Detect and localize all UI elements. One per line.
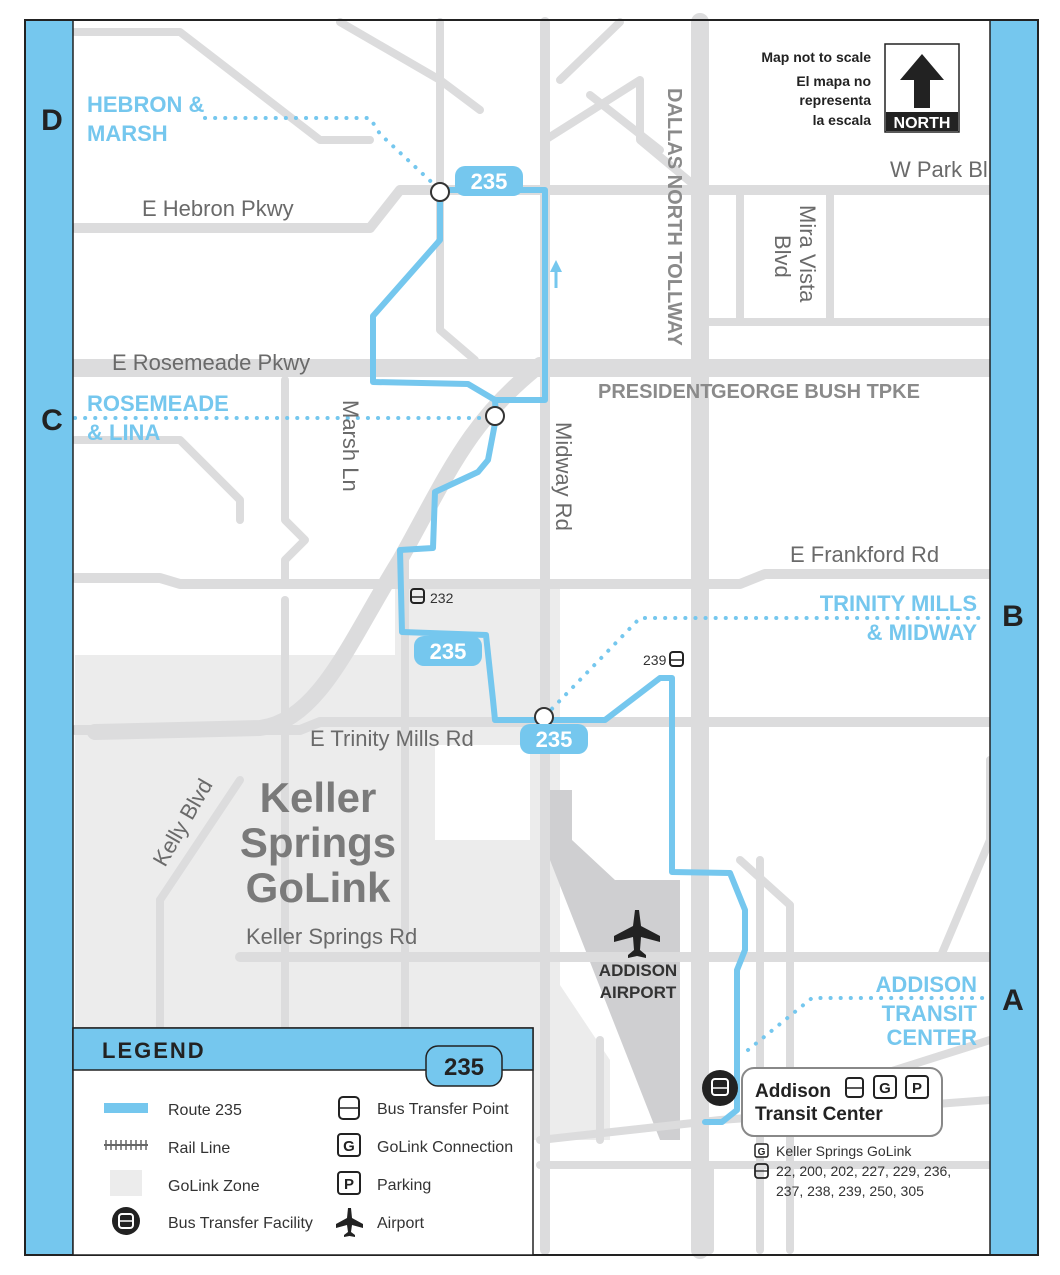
- golink-icon: G: [873, 1075, 897, 1099]
- legend-zone: GoLink Zone: [168, 1178, 260, 1195]
- svg-text:G: G: [879, 1080, 891, 1097]
- label-trinity: E Trinity Mills Rd: [310, 726, 474, 751]
- label-marsh: Marsh Ln: [338, 400, 363, 492]
- svg-text:Transit Center: Transit Center: [755, 1104, 883, 1125]
- legend-route: Route 235: [168, 1102, 242, 1119]
- parking-icon: P: [905, 1075, 929, 1099]
- legend-rail: Rail Line: [168, 1140, 230, 1157]
- airport-name-1: ADDISON: [599, 961, 677, 980]
- bus-icon: [845, 1077, 864, 1098]
- label-tollway: DALLAS NORTH TOLLWAY: [663, 88, 685, 346]
- right-band: [989, 19, 1039, 1256]
- parking-icon: P: [337, 1171, 361, 1195]
- svg-text:P: P: [344, 1176, 354, 1193]
- legend-route-badge: 235: [444, 1054, 484, 1081]
- scale-note: Map not to scale El mapa no representa l…: [761, 49, 871, 128]
- svg-text:NORTH: NORTH: [894, 115, 951, 132]
- leader-a: [746, 996, 992, 1052]
- transit-center-callout[interactable]: Addison Transit Center G P: [741, 1067, 943, 1137]
- route-235-line: [370, 189, 748, 1125]
- direction-arrow: [550, 260, 562, 288]
- golink-icon: G: [337, 1133, 361, 1157]
- transfer-232[interactable]: 232: [410, 588, 454, 606]
- route-badge-mid: 235: [414, 636, 482, 666]
- svg-text:Keller: Keller: [260, 774, 377, 821]
- svg-text:G: G: [343, 1138, 355, 1155]
- tc-routes-1: 22, 200, 202, 227, 229, 236,: [776, 1163, 951, 1179]
- svg-text:235: 235: [536, 727, 573, 752]
- rail-line-icon: [104, 1140, 148, 1150]
- route-badge-low: 235: [520, 724, 588, 754]
- svg-text:239: 239: [643, 652, 667, 668]
- svg-text:235: 235: [430, 639, 467, 664]
- bus-icon: [669, 651, 684, 667]
- label-bush-2: GEORGE BUSH TPKE: [711, 381, 920, 403]
- svg-text:Addison: Addison: [755, 1081, 831, 1102]
- bus-icon: [754, 1163, 769, 1179]
- edge-letter-d: D: [41, 104, 63, 137]
- stop-d-name-1: HEBRON &: [87, 92, 204, 117]
- legend-title: LEGEND: [102, 1038, 206, 1063]
- label-hebron: E Hebron Pkwy: [142, 196, 294, 221]
- label-keller: Keller Springs Rd: [246, 924, 417, 949]
- legend-golink: GoLink Connection: [377, 1139, 513, 1156]
- edge-letter-a: A: [1002, 984, 1024, 1017]
- label-mira-2: Blvd: [770, 235, 795, 278]
- svg-text:232: 232: [430, 590, 454, 606]
- stop-c-name-1: ROSEMEADE: [87, 391, 229, 416]
- label-park: W Park Bl: [890, 157, 988, 182]
- bus-icon: [410, 588, 425, 604]
- label-mira-1: Mira Vista: [795, 205, 820, 303]
- svg-text:la escala: la escala: [813, 112, 872, 128]
- left-band: [24, 19, 74, 1256]
- svg-text:235: 235: [471, 169, 508, 194]
- label-rosemeade: E Rosemeade Pkwy: [112, 350, 310, 375]
- leader-d: [203, 116, 442, 192]
- bus-facility-icon: [112, 1207, 140, 1235]
- label-frankford: E Frankford Rd: [790, 542, 939, 567]
- stop-a-name-1: ADDISON: [876, 972, 977, 997]
- svg-text:G: G: [758, 1147, 766, 1158]
- tc-routes-2: 237, 238, 239, 250, 305: [776, 1183, 924, 1199]
- svg-text:representa: representa: [799, 92, 871, 108]
- stop-d-name-2: MARSH: [87, 121, 168, 146]
- svg-text:P: P: [912, 1080, 922, 1097]
- tc-golink-text: Keller Springs GoLink: [776, 1143, 912, 1159]
- zone-cutout: [435, 745, 530, 840]
- edge-letter-c: C: [41, 404, 63, 437]
- svg-text:El mapa no: El mapa no: [796, 73, 871, 89]
- airplane-icon: [336, 1208, 363, 1237]
- edge-letter-b: B: [1002, 600, 1024, 633]
- svg-text:Springs: Springs: [240, 819, 396, 866]
- label-bush-1: PRESIDENT: [598, 381, 712, 403]
- transfer-239[interactable]: 239: [643, 651, 684, 668]
- stop-b-marker[interactable]: [534, 707, 554, 727]
- stop-a-name-2: TRANSIT: [882, 1001, 978, 1026]
- label-midway: Midway Rd: [551, 422, 576, 531]
- route-badge-top: 235: [455, 166, 523, 196]
- north-arrow-icon: NORTH: [884, 43, 960, 133]
- legend-transfer: Bus Transfer Point: [377, 1101, 509, 1118]
- airport-area: [548, 790, 680, 1140]
- svg-text:Map not to scale: Map not to scale: [761, 49, 871, 65]
- golink-icon: G: [754, 1143, 769, 1158]
- legend-facility: Bus Transfer Facility: [168, 1215, 313, 1232]
- stop-a-name-3: CENTER: [887, 1025, 978, 1050]
- legend: LEGEND 235 Route 235 Rail Line GoLink Zo…: [72, 1027, 534, 1256]
- stop-d-marker[interactable]: [430, 182, 450, 202]
- legend-airport: Airport: [377, 1215, 425, 1232]
- zone-label: Keller Springs GoLink: [240, 774, 396, 911]
- stop-b-name-2: & MIDWAY: [867, 620, 978, 645]
- transit-center-facility-icon[interactable]: [702, 1070, 738, 1106]
- airport-name-2: AIRPORT: [600, 983, 677, 1002]
- airplane-icon: [614, 910, 660, 958]
- stop-b-name-1: TRINITY MILLS: [820, 591, 977, 616]
- svg-text:GoLink: GoLink: [246, 864, 391, 911]
- legend-parking: Parking: [377, 1177, 431, 1194]
- bus-icon: [338, 1096, 360, 1120]
- stop-c-name-2: & LINA: [87, 420, 160, 445]
- stop-c-marker[interactable]: [485, 406, 505, 426]
